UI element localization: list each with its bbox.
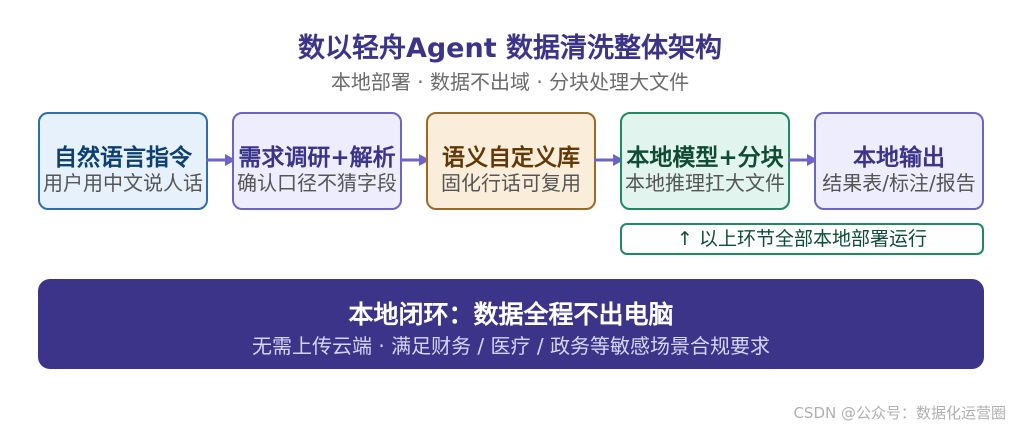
step-description: 本地推理扛大文件 [625,171,785,195]
step-local-output: 本地输出 结果表/标注/报告 [814,112,984,210]
step-description: 结果表/标注/报告 [822,171,976,195]
flow-arrow-icon [400,154,430,166]
step-label: 本地模型+分块 [626,145,784,171]
step-label: 语义自定义库 [442,145,580,171]
flow-arrow-icon [594,154,624,166]
step-description: 用户用中文说人话 [43,171,203,195]
step-description: 固化行话可复用 [441,171,581,195]
step-local-model-chunking: 本地模型+分块 本地推理扛大文件 [620,112,790,210]
flow-arrow-icon [788,154,818,166]
step-natural-language-input: 自然语言指令 用户用中文说人话 [38,112,208,210]
banner-subtitle: 无需上传云端 · 满足财务 / 医疗 / 政务等敏感场景合规要求 [252,334,770,358]
banner-title: 本地闭环：数据全程不出电脑 [348,300,674,329]
step-label: 需求调研+解析 [238,145,396,171]
local-deployment-note: ↑ 以上环节全部本地部署运行 [620,223,984,255]
diagram-title: 数以轻舟Agent 数据清洗整体架构 [297,33,723,64]
local-loop-banner: 本地闭环：数据全程不出电脑 无需上传云端 · 满足财务 / 医疗 / 政务等敏感… [38,279,984,369]
step-semantic-library: 语义自定义库 固化行话可复用 [426,112,596,210]
step-description: 确认口径不猜字段 [237,171,397,195]
watermark: CSDN @公众号：数据化运营圈 [793,404,1006,422]
step-requirement-parsing: 需求调研+解析 确认口径不猜字段 [232,112,402,210]
step-label: 本地输出 [853,145,945,171]
step-label: 自然语言指令 [54,145,192,171]
flow-arrow-icon [206,154,236,166]
diagram-subtitle: 本地部署 · 数据不出域 · 分块处理大文件 [330,70,690,94]
